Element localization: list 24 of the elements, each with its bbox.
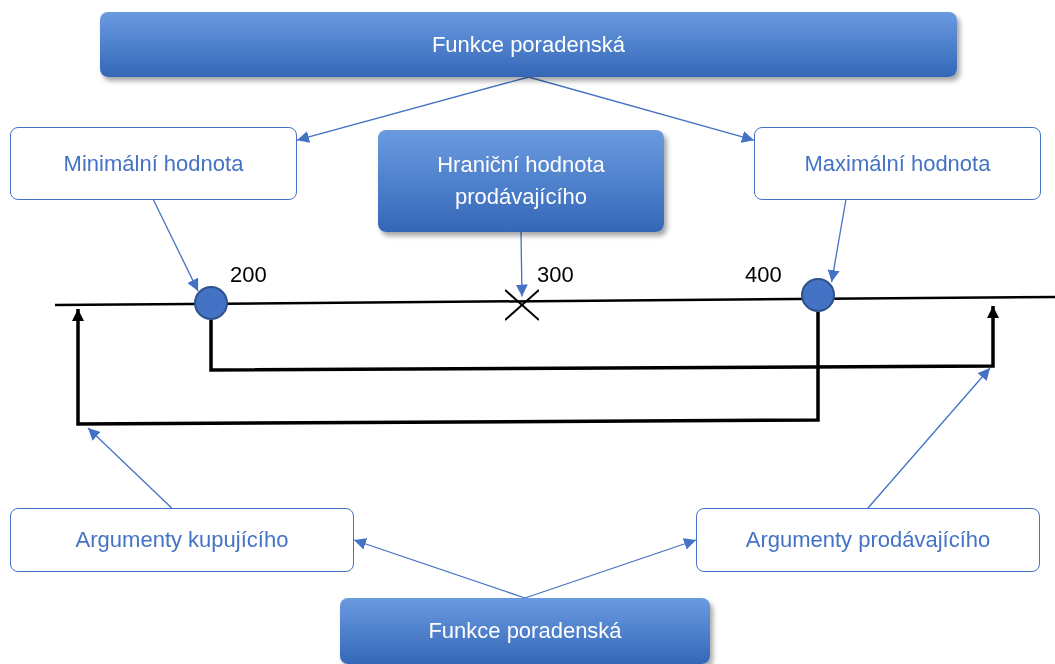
value-label: 200	[230, 262, 267, 288]
arrow	[87, 427, 173, 509]
arrow	[72, 309, 820, 426]
process-box: Hraniční hodnota prodávajícího	[378, 130, 664, 232]
arrow	[867, 367, 991, 509]
arrow	[353, 538, 526, 599]
value-label: 300	[537, 262, 574, 288]
label-box: Argumenty prodávajícího	[696, 508, 1040, 572]
arrow	[296, 76, 530, 143]
label-box: Argumenty kupujícího	[10, 508, 354, 572]
point-marker	[194, 286, 228, 320]
arrow	[209, 306, 999, 372]
label-box: Minimální hodnota	[10, 127, 297, 200]
cross-mark	[505, 288, 539, 322]
arrow	[515, 231, 528, 298]
value-label: 400	[745, 262, 782, 288]
arrow	[527, 76, 755, 143]
arrow	[524, 538, 697, 599]
label-box: Maximální hodnota	[754, 127, 1041, 200]
process-box: Funkce poradenská	[340, 598, 710, 664]
arrow	[827, 199, 847, 283]
process-box: Funkce poradenská	[100, 12, 957, 77]
point-marker	[801, 278, 835, 312]
arrow	[152, 199, 199, 292]
